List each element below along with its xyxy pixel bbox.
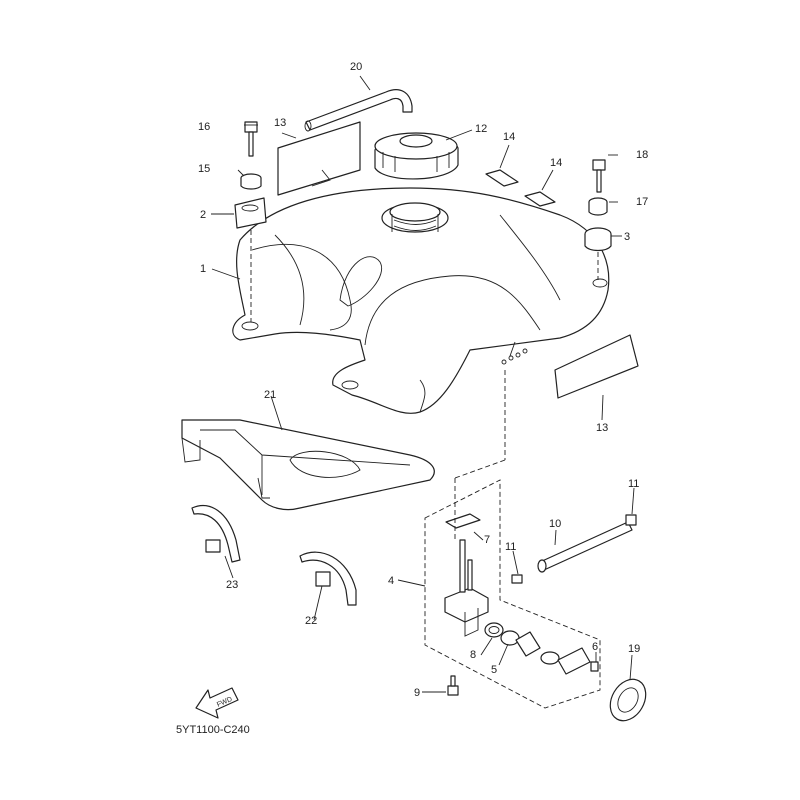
band-22 [299, 551, 357, 606]
pad-14a [485, 169, 519, 187]
callout-4: 4 [388, 575, 394, 587]
callout-10: 10 [549, 518, 561, 530]
callout-14-left: 14 [503, 131, 515, 143]
callout-15: 15 [198, 163, 210, 175]
callout-22: 22 [305, 615, 317, 627]
clip-11-upper [625, 514, 637, 526]
screw-9 [447, 675, 459, 696]
pad-14b [524, 191, 556, 207]
damper-3 [584, 227, 612, 252]
forward-arrow-icon: FWD [195, 687, 239, 719]
o-ring-8 [484, 622, 504, 638]
callout-16: 16 [198, 121, 210, 133]
callout-3: 3 [624, 231, 630, 243]
damper-2 [234, 197, 267, 229]
collar-17 [588, 197, 608, 216]
fuel-cock-assembly-box [424, 479, 601, 709]
fuel-tank [232, 187, 610, 414]
fuel-cap [374, 132, 459, 180]
under-tray [181, 419, 435, 511]
callout-18: 18 [636, 149, 648, 161]
callout-21: 21 [264, 389, 276, 401]
strainer-19 [609, 678, 647, 722]
callout-6: 6 [592, 641, 598, 653]
callout-9: 9 [414, 687, 420, 699]
callout-11-upper: 11 [628, 478, 639, 490]
decal-13-upper [277, 121, 361, 196]
clip-11-lower [511, 574, 523, 584]
collar-15 [240, 173, 262, 190]
leader-lines [211, 75, 635, 693]
callout-7: 7 [484, 534, 490, 546]
screw-6 [590, 661, 599, 672]
callout-13-upper: 13 [274, 117, 286, 129]
breather-hose [304, 89, 413, 132]
diagram-code: 5YT1100-C240 [176, 724, 250, 736]
callout-17: 17 [636, 196, 648, 208]
lever-parts [515, 631, 560, 665]
callout-2: 2 [200, 209, 206, 221]
callout-5: 5 [491, 664, 497, 676]
callout-20: 20 [350, 61, 362, 73]
callout-11-lower: 11 [505, 541, 516, 553]
plate-6 [557, 647, 591, 675]
fuel-hose-10 [537, 521, 633, 573]
fuel-cock-body [444, 539, 489, 637]
band-23 [191, 504, 241, 563]
bolt-18 [592, 159, 606, 193]
callout-13-lower: 13 [596, 422, 608, 434]
callout-8: 8 [470, 649, 476, 661]
callout-23: 23 [226, 579, 238, 591]
callout-1: 1 [200, 263, 206, 275]
callout-14-right: 14 [550, 157, 562, 169]
callout-19: 19 [628, 643, 640, 655]
decal-13-lower [554, 334, 639, 399]
callout-labels: 1 2 3 4 5 6 7 8 9 10 11 11 12 13 13 14 1… [198, 61, 648, 699]
bolt-16 [244, 121, 258, 157]
gasket-5 [500, 630, 520, 646]
callout-12: 12 [475, 123, 487, 135]
gasket-7 [445, 513, 481, 529]
